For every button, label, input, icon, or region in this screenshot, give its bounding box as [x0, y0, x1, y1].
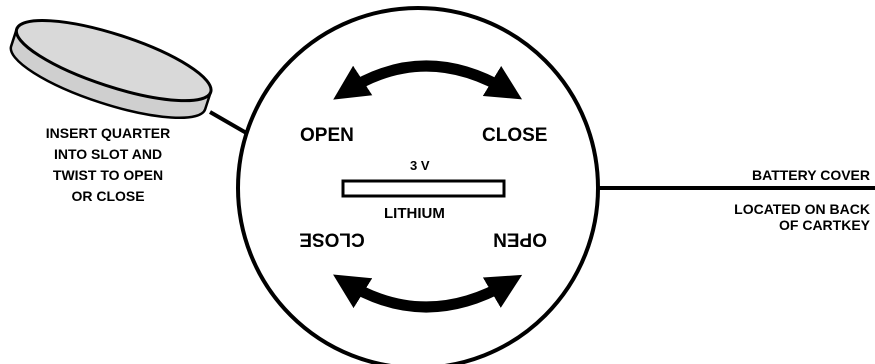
instruction-text: INSERT QUARTER INTO SLOT AND TWIST TO OP… — [46, 125, 170, 204]
instruction-line-2: INTO SLOT AND — [54, 146, 162, 162]
callout-title: BATTERY COVER — [752, 167, 870, 183]
open-label-bottom: OPEN — [493, 229, 547, 250]
instruction-line-1: INSERT QUARTER — [46, 125, 170, 141]
voltage-label: 3 V — [410, 158, 430, 173]
battery-type-label: LITHIUM — [384, 205, 445, 222]
close-label-bottom: CLOSE — [299, 229, 364, 250]
callout-line-2: OF CARTKEY — [779, 217, 871, 233]
battery-slot — [341, 179, 506, 198]
instruction-line-3: TWIST TO OPEN — [53, 167, 163, 183]
open-label-top: OPEN — [300, 125, 354, 146]
callout-line-1: LOCATED ON BACK — [734, 201, 870, 217]
coin-icon — [9, 19, 213, 120]
rotate-arrow-icon — [333, 274, 523, 313]
instruction-line-4: OR CLOSE — [71, 188, 144, 204]
callout-text: BATTERY COVER LOCATED ON BACK OF CARTKEY — [734, 167, 871, 233]
close-label-top: CLOSE — [482, 125, 547, 146]
rotate-arrow-icon — [333, 60, 523, 100]
